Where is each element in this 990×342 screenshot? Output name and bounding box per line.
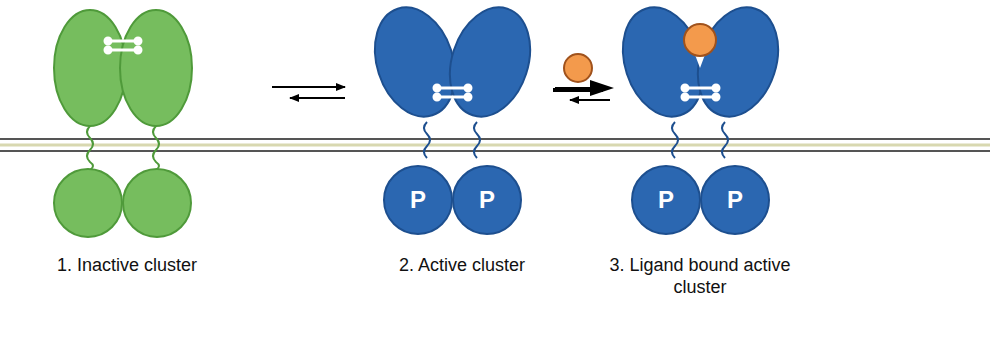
- caption-label: 2. Active cluster: [362, 255, 562, 277]
- disulfide-bond: [682, 85, 719, 100]
- ligand-bound-receptor: [610, 0, 792, 158]
- active-receptor: [362, 0, 544, 158]
- equilibrium-arrows: [272, 87, 345, 98]
- disulfide-bond: [434, 85, 471, 100]
- phosphate-domain: P: [383, 165, 453, 235]
- phospho-label: P: [727, 186, 743, 214]
- inactive-receptor: [54, 10, 192, 237]
- ligand: [684, 24, 716, 56]
- phospho-label: P: [479, 186, 495, 214]
- phospho-label: P: [410, 186, 426, 214]
- caption-label: 3. Ligand bound active cluster: [595, 255, 805, 298]
- phosphate-domain: P: [452, 165, 522, 235]
- phosphate-domain: P: [700, 165, 770, 235]
- binding-arrows: [553, 80, 614, 100]
- membrane: [0, 139, 990, 151]
- phosphate-domain: P: [631, 165, 701, 235]
- ligand: [564, 54, 592, 82]
- phospho-label: P: [658, 186, 674, 214]
- caption-label: 1. Inactive cluster: [27, 255, 227, 277]
- disulfide-bond: [105, 38, 141, 53]
